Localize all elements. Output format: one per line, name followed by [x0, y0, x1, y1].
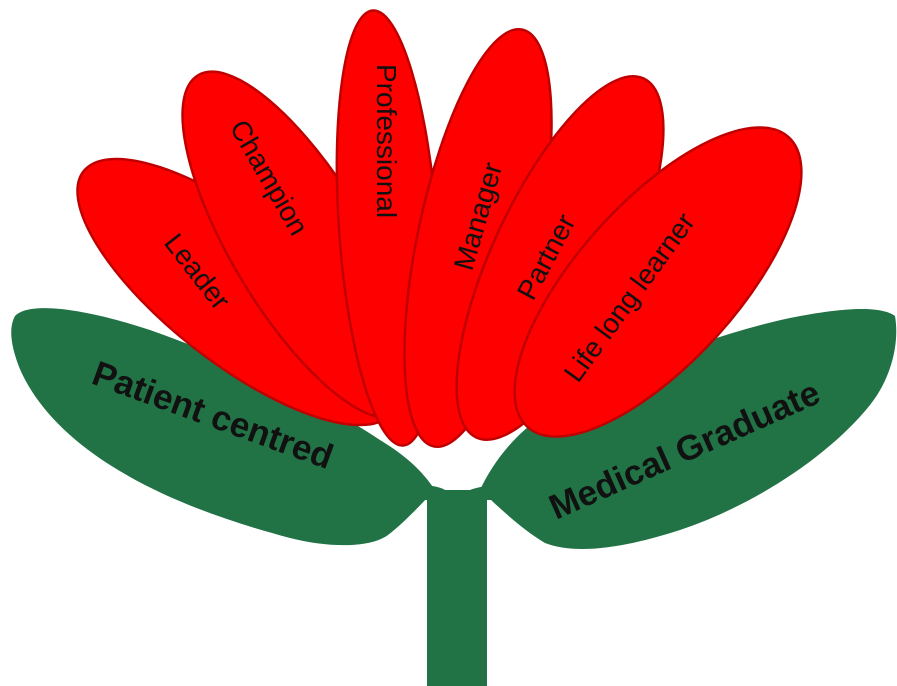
stem-shape — [427, 492, 487, 686]
petal-professional-label: Professional — [371, 64, 402, 218]
